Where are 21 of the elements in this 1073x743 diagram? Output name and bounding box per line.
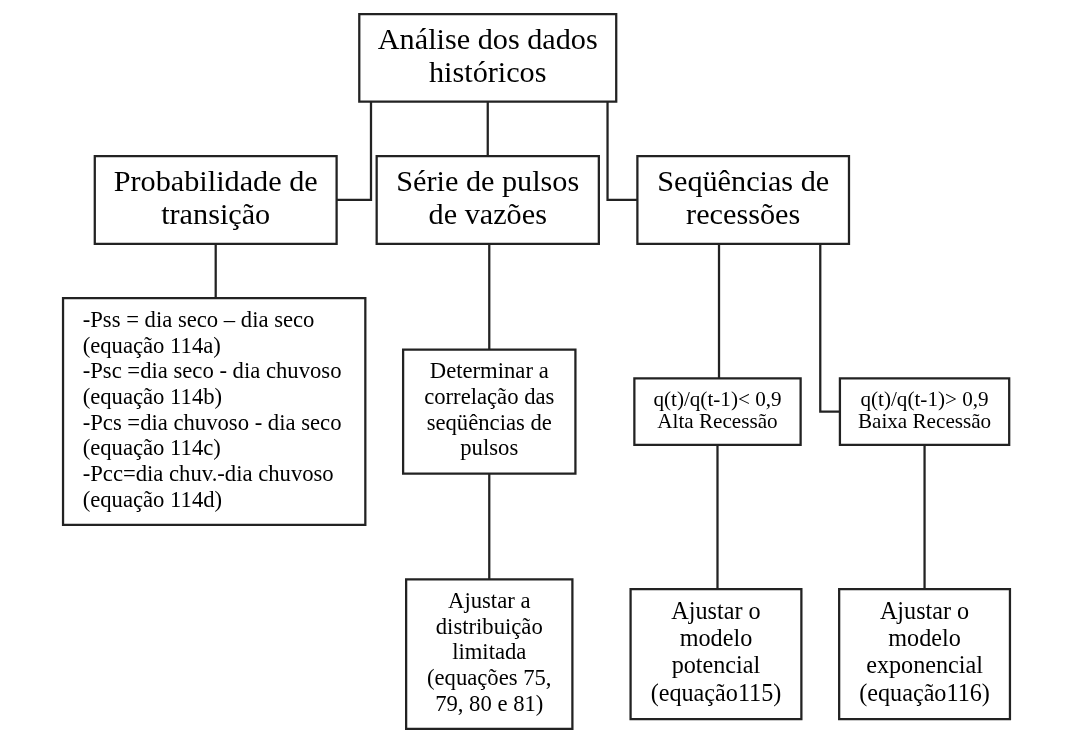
node-box: Ajustar o modelo exponencial (equação116) xyxy=(838,588,1012,721)
connector xyxy=(923,445,926,589)
node-box: Seqüências de recessões xyxy=(636,155,851,245)
connector xyxy=(606,102,637,202)
connector xyxy=(488,243,491,350)
connector xyxy=(717,243,721,379)
node-box: -Pss = dia seco – dia seco (equação 114a) -Psc =dia seco - dia chuvoso (equação 114b) -Pcs =dia chuvoso - dia seco (equação 114c) -Pcc=dia chuv.-dia chuvoso (equação 114d) xyxy=(61,297,367,527)
node-box: Análise dos dados históricos xyxy=(358,12,618,103)
connector xyxy=(716,445,719,589)
node-box: Ajustar o modelo potencial (equação115) xyxy=(629,588,803,721)
node-box: Série de pulsos de vazões xyxy=(375,155,600,245)
connector xyxy=(488,474,491,579)
connector xyxy=(214,243,217,298)
connector xyxy=(486,102,489,156)
node-box: Ajustar a distribuição limitada (equações 75, 79, 80 e 81) xyxy=(405,578,574,731)
node-box: q(t)/q(t-1)> 0,9 Baixa Recessão xyxy=(838,377,1011,446)
node-box: Determinar a correlação das seqüências de pulsos xyxy=(402,348,577,475)
node-box: Probabilidade de transição xyxy=(93,155,338,245)
connector xyxy=(336,102,373,202)
node-box: q(t)/q(t-1)< 0,9 Alta Recessão xyxy=(633,377,802,446)
connector xyxy=(819,243,840,413)
